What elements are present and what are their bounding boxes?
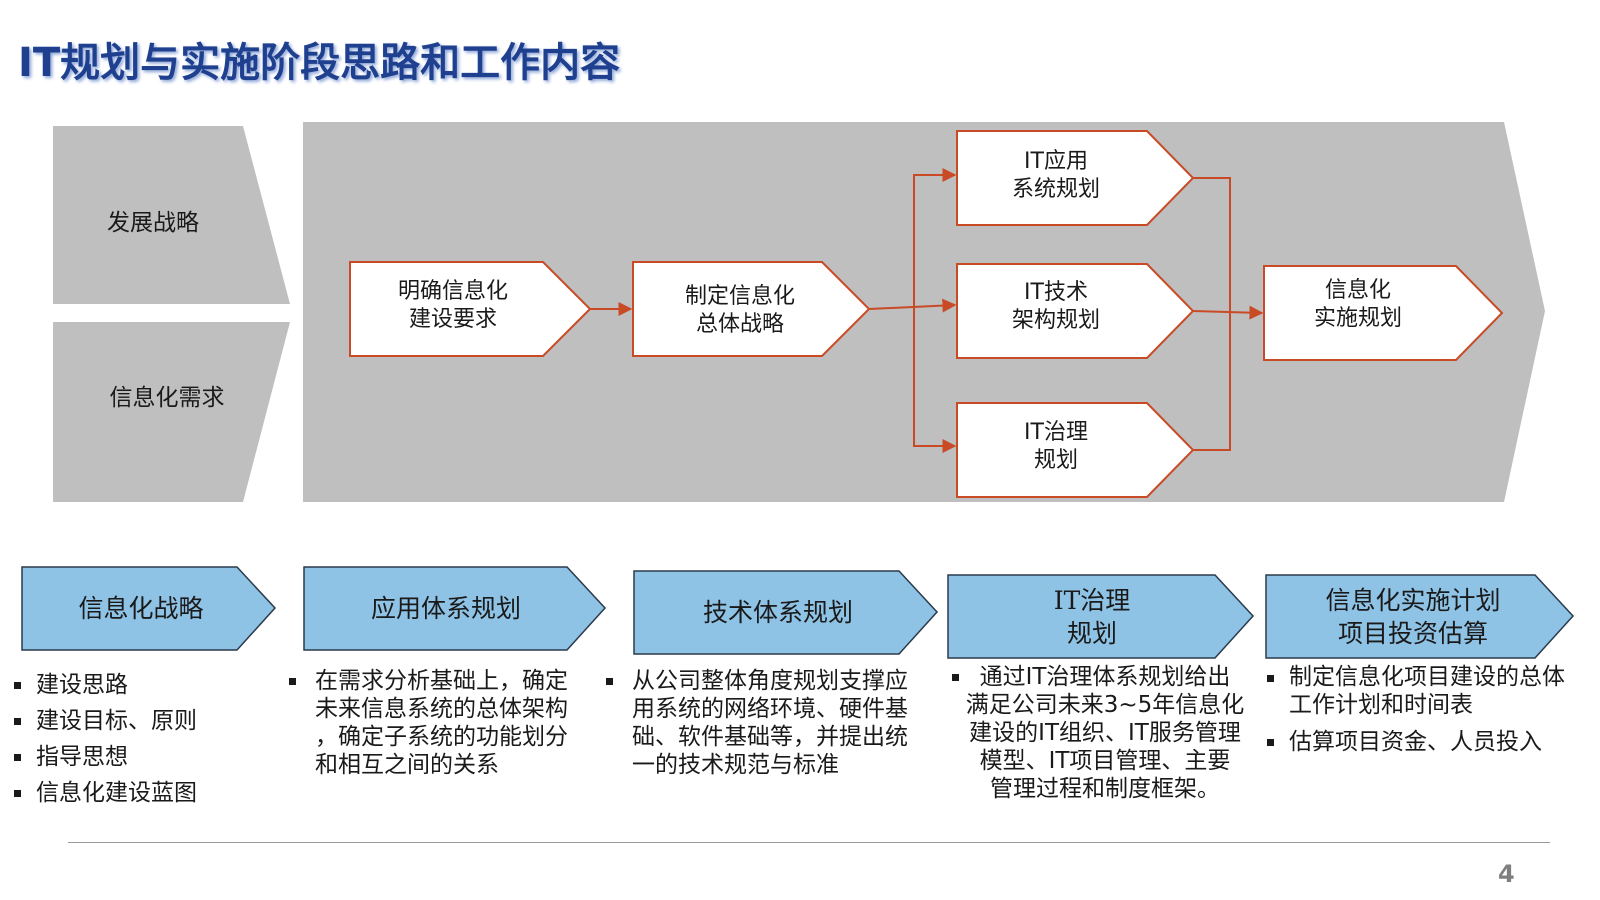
phase-label-application: 应用体系规划 xyxy=(371,594,521,623)
description-line: 用系统的网络环境、硬件基 xyxy=(632,696,908,722)
description-line: 建设的IT组织、IT服务管理 xyxy=(969,720,1241,746)
phase-chevron-strategy xyxy=(21,566,277,651)
branch-it-technology-line2: 架构规划 xyxy=(1012,308,1100,333)
list-item: 信息化建设蓝图 xyxy=(14,778,264,808)
phase-label-implementation-line2: 项目投资估算 xyxy=(1338,619,1488,648)
list-item: 指导思想 xyxy=(14,742,264,772)
description-line: 模型、IT项目管理、主要 xyxy=(979,748,1231,774)
list-item: 制定信息化项目建设的总体工作计划和时间表 xyxy=(1267,663,1567,719)
phase-chevron-technology xyxy=(633,570,939,655)
step-clarify-requirements-line2: 建设要求 xyxy=(409,307,497,332)
description-line: 未来信息系统的总体架构 xyxy=(315,696,568,722)
description-line: 一的技术规范与标准 xyxy=(632,752,839,778)
page-title: IT规划与实施阶段思路和工作内容 xyxy=(18,40,621,86)
flow-connectors xyxy=(590,168,1264,453)
phase-implementation-bullets: 制定信息化项目建设的总体工作计划和时间表 估算项目资金、人员投入 xyxy=(1267,663,1567,757)
phase-application-description: 在需求分析基础上，确定 未来信息系统的总体架构 ，确定子系统的功能划分 和相互之… xyxy=(289,667,600,779)
description-line: 满足公司未来3~5年信息化 xyxy=(965,692,1245,718)
phase-strategy-bullets: 建设思路 建设目标、原则 指导思想 信息化建设蓝图 xyxy=(14,670,264,808)
branch-it-application xyxy=(956,130,1195,226)
description-line: 在需求分析基础上，确定 xyxy=(315,668,568,694)
description-line: 从公司整体角度规划支撑应 xyxy=(632,668,908,694)
branch-it-governance xyxy=(956,402,1195,498)
list-item: 建设目标、原则 xyxy=(14,706,264,736)
step-define-strategy-line2: 总体战略 xyxy=(696,312,784,337)
phase-label-technology: 技术体系规划 xyxy=(703,598,853,627)
input-block-top xyxy=(53,126,290,304)
branch-it-technology xyxy=(956,263,1195,359)
branch-it-governance-line1: IT治理 xyxy=(1024,420,1088,445)
phase-label-implementation-line1: 信息化实施计划 xyxy=(1325,586,1500,615)
description-line: 管理过程和制度框架。 xyxy=(990,776,1220,802)
bullet-marker xyxy=(606,678,613,685)
phase-chevron-application xyxy=(303,566,607,651)
phase-chevron-implementation xyxy=(1265,574,1575,659)
step-clarify-requirements-line1: 明确信息化 xyxy=(398,279,508,304)
footer-divider xyxy=(68,842,1550,843)
description-line: 和相互之间的关系 xyxy=(315,752,499,778)
description-line: 通过IT治理体系规划给出 xyxy=(979,664,1231,690)
phase-technology-description: 从公司整体角度规划支撑应 用系统的网络环境、硬件基 础、软件基础等，并提出统 一… xyxy=(606,667,932,779)
phase-label-governance-line1: IT治理 xyxy=(1054,586,1131,615)
step-define-strategy-line1: 制定信息化 xyxy=(685,284,795,309)
page-number: 4 xyxy=(1498,860,1515,888)
list-item: 估算项目资金、人员投入 xyxy=(1267,727,1567,757)
input-label-development-strategy: 发展战略 xyxy=(107,210,199,236)
input-block-bottom xyxy=(53,322,290,502)
input-label-informatization-demand: 信息化需求 xyxy=(110,385,225,411)
result-implementation-plan xyxy=(1263,265,1504,361)
process-background-arrow xyxy=(303,122,1545,502)
description-line: 础、软件基础等，并提出统 xyxy=(632,724,908,750)
branch-it-technology-line1: IT技术 xyxy=(1024,280,1088,305)
result-implementation-plan-line1: 信息化 xyxy=(1325,278,1391,303)
phase-label-strategy: 信息化战略 xyxy=(78,594,203,623)
phase-chevron-governance xyxy=(947,574,1255,659)
list-item: 建设思路 xyxy=(14,670,264,700)
phase-governance-description: 通过IT治理体系规划给出 满足公司未来3~5年信息化 建设的IT组织、IT服务管… xyxy=(952,663,1250,803)
step-define-strategy xyxy=(632,261,871,357)
bullet-marker xyxy=(952,674,959,681)
branch-it-governance-line2: 规划 xyxy=(1034,448,1078,473)
phase-label-governance-line2: 规划 xyxy=(1067,619,1117,648)
bullet-marker xyxy=(289,678,296,685)
step-clarify-requirements xyxy=(349,261,592,357)
branch-it-application-line1: IT应用 xyxy=(1024,149,1088,174)
result-implementation-plan-line2: 实施规划 xyxy=(1314,306,1402,331)
branch-it-application-line2: 系统规划 xyxy=(1012,177,1100,202)
description-line: ，确定子系统的功能划分 xyxy=(315,724,568,750)
